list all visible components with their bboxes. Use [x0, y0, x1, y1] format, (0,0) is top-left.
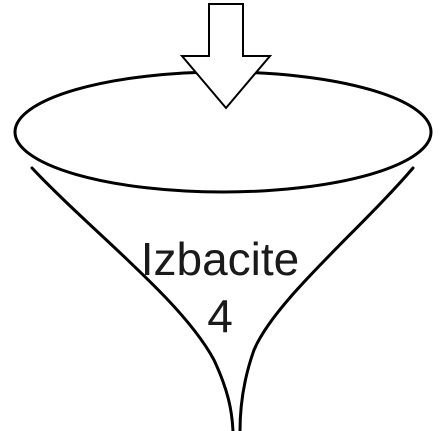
- funnel-label-line-2: 4: [120, 293, 320, 339]
- funnel-label-line-1: Izbacite: [120, 236, 320, 282]
